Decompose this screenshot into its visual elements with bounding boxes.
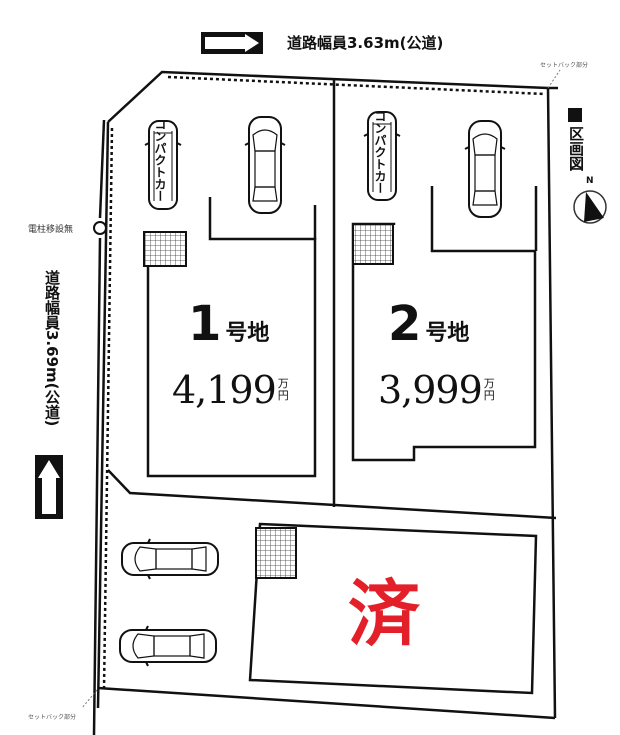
lot-1-number: 1 (188, 296, 222, 352)
lot-2-number: 2 (388, 296, 422, 352)
left-road-label: 道路幅員3.69m(公道) (43, 270, 61, 427)
north-compass-icon (573, 190, 607, 224)
up-arrow-icon (35, 455, 63, 519)
plan-title-text: 区画図 (567, 126, 585, 171)
lot-2-entrance-hatch (352, 223, 394, 265)
lot-1-building (146, 197, 317, 478)
top-road-label: 道路幅員3.63m(公道) (287, 34, 444, 52)
parking-car-lot3-a (121, 538, 219, 580)
lot-1-suffix: 号地 (225, 321, 270, 346)
lot-1-price-value: 4,199 (172, 368, 277, 412)
lot-1-unit-man: 万 (277, 377, 289, 390)
compact-car-label-lot1: コンパクトカー (153, 118, 167, 202)
lot-2-unit-man: 万 (483, 377, 495, 390)
north-label: N (586, 176, 594, 186)
lot-3-entrance-hatch (255, 527, 297, 579)
parking-car-lot1 (244, 116, 286, 214)
right-arrow-icon (201, 32, 263, 54)
lot-2-suffix: 号地 (425, 321, 470, 346)
property-boundary (96, 70, 558, 720)
parking-car-lot3-b (119, 625, 217, 667)
lot-3-building (248, 522, 538, 695)
title-marker-icon (568, 108, 582, 122)
plan-title: 区画図 (567, 108, 585, 175)
lot-2-price-value: 3,999 (378, 368, 483, 412)
setback-line (102, 75, 546, 691)
parking-car-lot2 (464, 120, 506, 218)
utility-pole-icon (93, 221, 107, 235)
lot-1-entrance-hatch (143, 231, 187, 267)
setback-label-top-right: セットバック部分 (540, 62, 589, 69)
lot-2-unit-yen: 円 (483, 389, 495, 402)
setback-label-bottom-left: セットバック部分 (28, 714, 77, 721)
lot-divider (107, 79, 557, 520)
utility-pole-label: 電柱移設無 (28, 225, 74, 235)
compact-car-label-lot2: コンパクトカー (373, 110, 387, 194)
lot-3-sold-badge: 済 (348, 572, 421, 656)
lot-1-unit-yen: 円 (277, 389, 289, 402)
